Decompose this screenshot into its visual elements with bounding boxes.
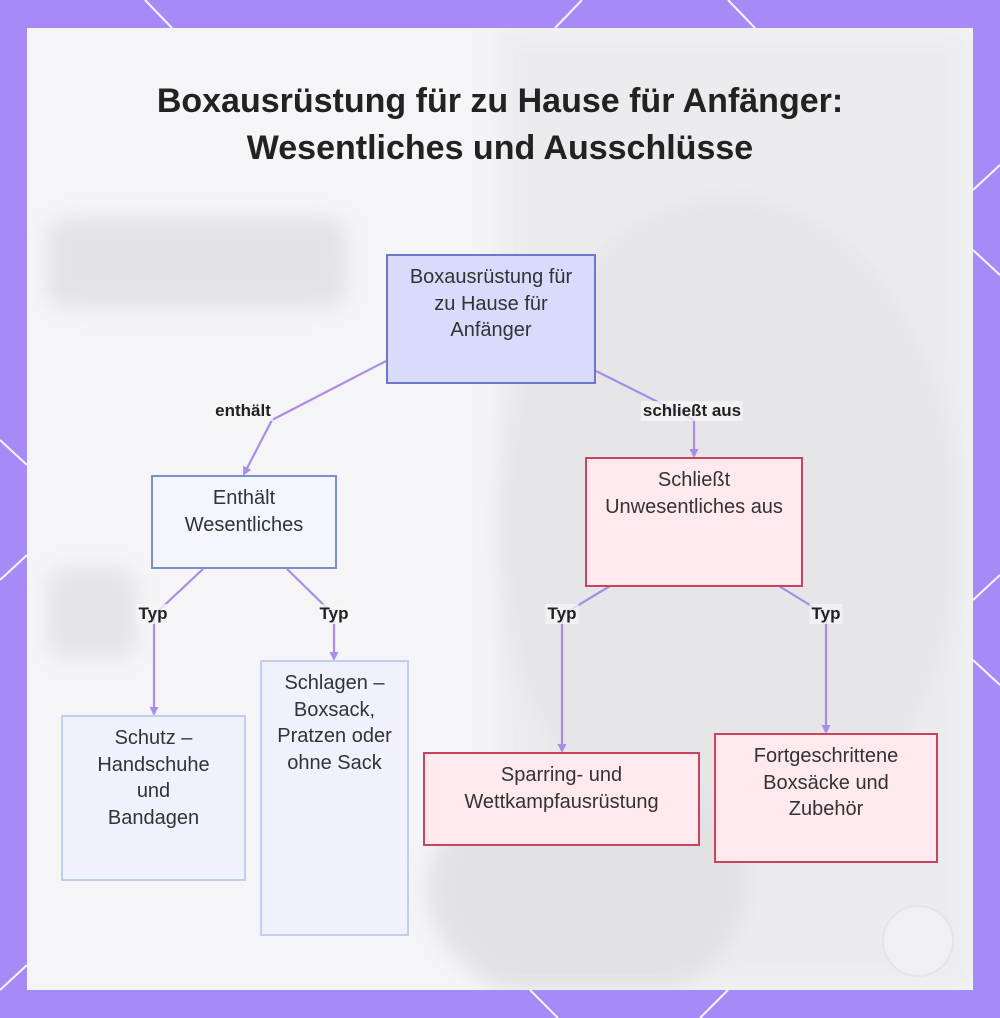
node-root: Boxausrüstung für zu Hause für Anfänger xyxy=(386,254,596,384)
node-hitting-label: Schlagen – Boxsack, Pratzen oder ohne Sa… xyxy=(274,670,395,776)
node-essentials: Enthält Wesentliches xyxy=(151,475,337,569)
seal-logo xyxy=(882,905,954,977)
node-protection-label: Schutz – Handschuhe und Bandagen xyxy=(89,725,218,831)
edge-label-type: Typ xyxy=(810,604,843,624)
edge-label-type: Typ xyxy=(137,604,170,624)
node-protection: Schutz – Handschuhe und Bandagen xyxy=(61,715,246,881)
node-essentials-label: Enthält Wesentliches xyxy=(165,485,323,538)
edge-label-excludes: schließt aus xyxy=(641,401,743,421)
edge-label-type: Typ xyxy=(546,604,579,624)
node-excludes: Schließt Unwesentliches aus xyxy=(585,457,803,587)
node-excludes-label: Schließt Unwesentliches aus xyxy=(599,467,789,520)
edge-label-contains: enthält xyxy=(213,401,273,421)
node-root-label: Boxausrüstung für zu Hause für Anfänger xyxy=(406,264,576,344)
diagram-title: Boxausrüstung für zu Hause für Anfänger:… xyxy=(150,78,850,172)
node-advanced-label: Fortgeschrittene Boxsäcke und Zubehör xyxy=(730,743,922,823)
node-sparring-label: Sparring- und Wettkampfausrüstung xyxy=(439,762,684,815)
node-sparring: Sparring- und Wettkampfausrüstung xyxy=(423,752,700,846)
node-advanced: Fortgeschrittene Boxsäcke und Zubehör xyxy=(714,733,938,863)
edge-label-type: Typ xyxy=(318,604,351,624)
node-hitting: Schlagen – Boxsack, Pratzen oder ohne Sa… xyxy=(260,660,409,936)
